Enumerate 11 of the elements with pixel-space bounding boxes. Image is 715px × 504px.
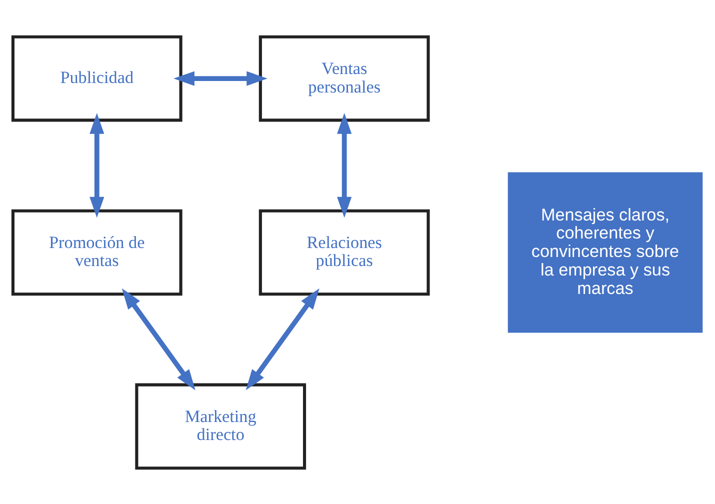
node-box: Publicidad [11,34,182,122]
arrow [122,288,196,390]
node-box: Mensajes claros, coherentes y convincentes sobre la empresa y sus marcas [508,172,703,332]
node-box: Marketing directo [135,382,306,470]
arrow [337,112,352,218]
node-box: Ventas personales [258,34,430,122]
node-box: Relaciones públicas [258,208,430,296]
node-box: Promoción de ventas [11,208,182,296]
arrow [174,70,268,86]
arrow [246,288,320,390]
arrow [90,112,104,218]
